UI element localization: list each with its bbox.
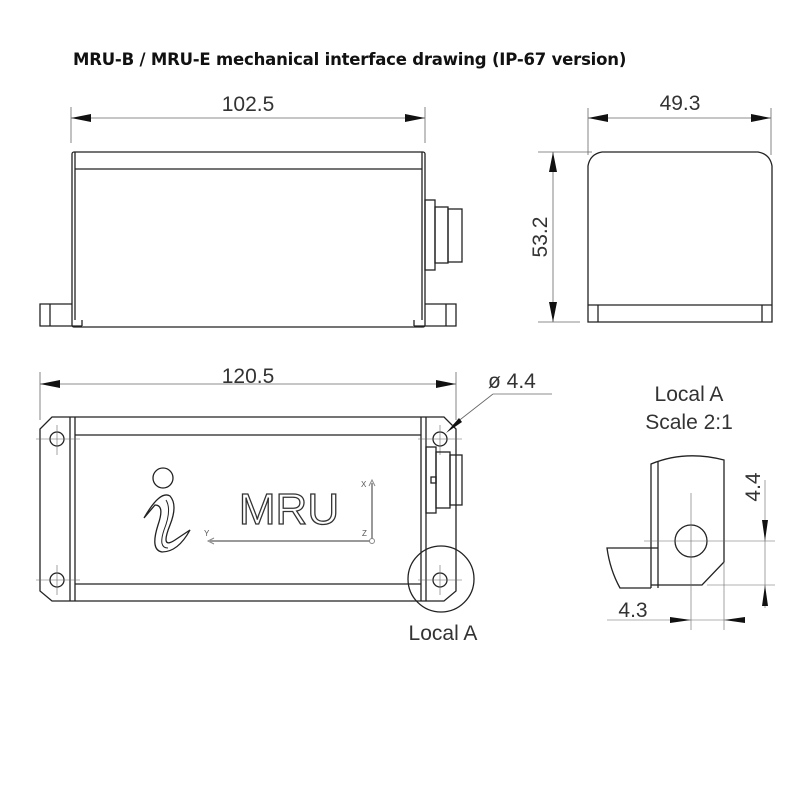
axis-z-label: Z [362, 529, 367, 538]
detail-view [606, 455, 775, 630]
axis-y-label: Y [204, 529, 210, 538]
side-view [39, 107, 463, 328]
mru-logo-text: MRU [239, 485, 339, 534]
axis-x-label: X [361, 480, 367, 489]
top-view [36, 372, 552, 613]
end-height-dimension: 53.2 [529, 217, 552, 258]
side-width-dimension: 102.5 [222, 93, 275, 116]
local-a-callout: Local A [409, 622, 478, 645]
detail-scale: Scale 2:1 [645, 411, 733, 434]
top-width-dimension-label: 120.5 [222, 365, 275, 388]
detail-horizontal-dimension: 4.3 [618, 599, 647, 622]
detail-title: Local A [655, 383, 724, 406]
end-view [538, 108, 773, 323]
drawing-title: MRU-B / MRU-E mechanical interface drawi… [73, 50, 627, 69]
hole-diameter-dimension: ø 4.4 [488, 370, 536, 393]
detail-vertical-dimension: 4.4 [742, 472, 765, 502]
end-width-dimension: 49.3 [660, 92, 701, 115]
